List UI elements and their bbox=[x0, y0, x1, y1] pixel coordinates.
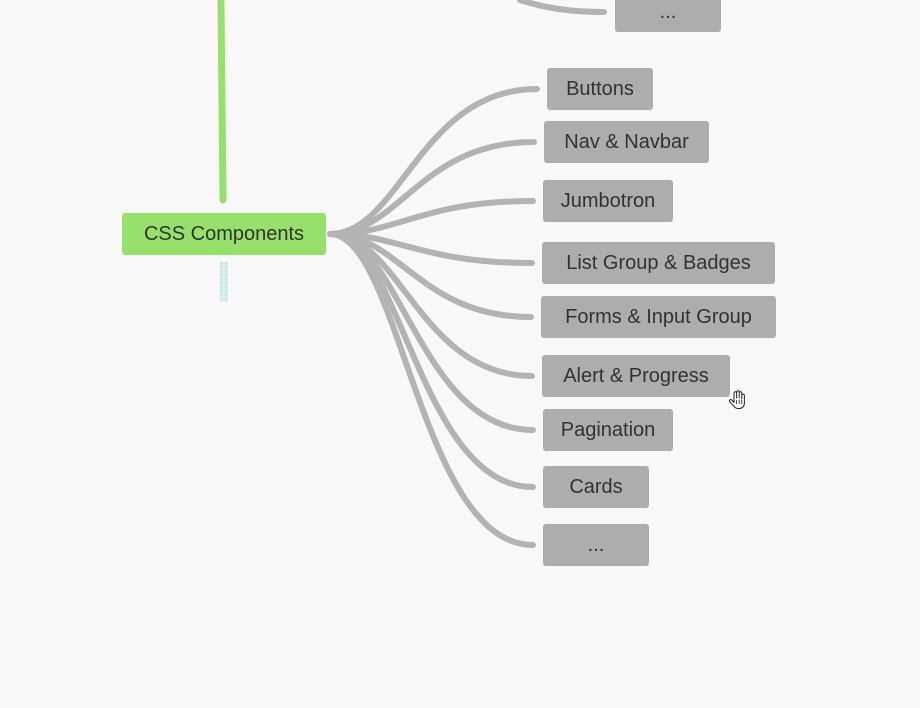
mindmap-node-alert-progress[interactable]: Alert & Progress bbox=[542, 355, 730, 397]
mindmap-node-list-group-badges[interactable]: List Group & Badges bbox=[542, 242, 775, 284]
node-label: Pagination bbox=[560, 418, 656, 441]
mindmap-node-nav-navbar[interactable]: Nav & Navbar bbox=[544, 121, 709, 163]
branch-group bbox=[327, 86, 540, 548]
mindmap-node-buttons[interactable]: Buttons bbox=[547, 68, 653, 110]
mindmap-node-ellipsis[interactable]: ... bbox=[543, 524, 649, 566]
node-label: Nav & Navbar bbox=[564, 130, 689, 153]
mindmap-node-forms-input-group[interactable]: Forms & Input Group bbox=[541, 296, 776, 338]
branch-line bbox=[327, 231, 536, 548]
node-label: ... bbox=[587, 533, 605, 556]
node-label: Cards bbox=[569, 475, 623, 498]
collapse-marker bbox=[220, 262, 228, 302]
mindmap-node-top-ellipsis[interactable]: ... bbox=[615, 0, 721, 32]
branch-line bbox=[327, 198, 536, 237]
hand-pointer-icon bbox=[728, 390, 745, 409]
parent-link bbox=[217, 0, 227, 204]
node-label: Jumbotron bbox=[560, 189, 656, 212]
branch-top bbox=[517, 0, 607, 15]
mindmap-node-pagination[interactable]: Pagination bbox=[543, 409, 673, 451]
node-label: List Group & Badges bbox=[566, 251, 751, 274]
node-label: ... bbox=[659, 0, 677, 23]
mindmap-root-node[interactable]: CSS Components bbox=[122, 213, 326, 255]
node-label: Buttons bbox=[566, 77, 634, 100]
mindmap-node-jumbotron[interactable]: Jumbotron bbox=[543, 180, 673, 222]
node-label: Forms & Input Group bbox=[565, 305, 752, 328]
node-label: Alert & Progress bbox=[563, 364, 709, 387]
root-label: CSS Components bbox=[143, 222, 305, 245]
mindmap-node-cards[interactable]: Cards bbox=[543, 466, 649, 508]
